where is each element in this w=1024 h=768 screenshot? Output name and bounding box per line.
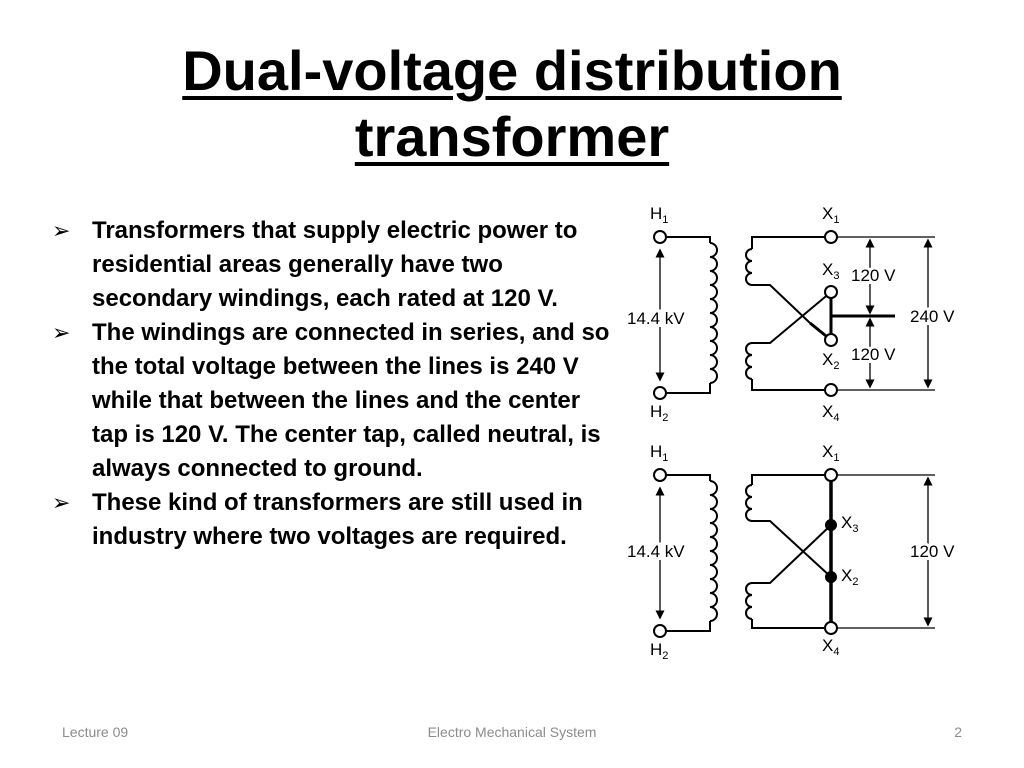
terminal-x1: [824, 230, 838, 244]
bullet-item: ➢ Transformers that supply electric powe…: [52, 214, 612, 316]
upper-voltage-label: 120 V: [851, 266, 896, 285]
secondary-winding-lower: [745, 524, 832, 629]
label-x4: X4: [822, 636, 839, 658]
primary-winding: [667, 236, 718, 394]
series-connection-diagram: [653, 230, 935, 400]
slide-title: Dual-voltage distribution transformer: [0, 38, 1024, 170]
terminal-x3: [824, 285, 838, 299]
total-voltage-label: 120 V: [910, 542, 955, 561]
bullet-item: ➢ The windings are connected in series, …: [52, 316, 612, 486]
terminal-h1: [653, 468, 667, 482]
primary-voltage-label: 14.4 kV: [627, 542, 685, 561]
footer-page-number: 2: [954, 724, 962, 740]
terminal-h2: [653, 386, 667, 400]
label-h2: H2: [650, 640, 668, 662]
footer-course-title: Electro Mechanical System: [427, 724, 597, 740]
title-line-1: Dual-voltage distribution: [182, 39, 842, 102]
primary-voltage-label: 14.4 kV: [627, 309, 685, 328]
arrow-bullet-icon: ➢: [52, 218, 71, 243]
label-h1: H1: [650, 442, 668, 464]
terminal-h1: [653, 230, 667, 244]
terminal-x4: [824, 621, 838, 635]
bottom-diagram-labels: H1 H2 X1 X3 X2 X4 14.4 kV 120 V: [624, 442, 958, 662]
terminal-x2: [825, 571, 837, 583]
parallel-connection-diagram: [653, 468, 935, 638]
transformer-diagram: H1 H2 X1 X3 X2 X4 14.4 kV 120 V 120 V 24…: [624, 204, 958, 662]
title-line-2: transformer: [354, 105, 670, 168]
bullet-item: ➢ These kind of transformers are still u…: [52, 486, 612, 554]
bullet-text: Transformers that supply electric power …: [92, 217, 578, 312]
label-x3: X3: [841, 513, 858, 535]
terminal-x1: [824, 468, 838, 482]
top-diagram-labels: H1 H2 X1 X3 X2 X4 14.4 kV 120 V 120 V 24…: [624, 204, 958, 424]
label-x4: X4: [822, 402, 839, 424]
secondary-winding-upper: [745, 474, 832, 578]
bullet-text: These kind of transformers are still use…: [92, 489, 583, 550]
label-h2: H2: [650, 402, 668, 424]
label-x2: X2: [841, 566, 858, 588]
footer-lecture: Lecture 09: [62, 724, 129, 740]
lower-voltage-label: 120 V: [851, 345, 896, 364]
terminal-x2: [824, 333, 838, 347]
label-x1: X1: [822, 204, 839, 226]
label-h1: H1: [650, 204, 668, 226]
measurement-lines: [837, 474, 935, 629]
bullet-text: The windings are connected in series, an…: [92, 319, 610, 482]
primary-winding: [667, 474, 718, 632]
arrow-bullet-icon: ➢: [52, 320, 71, 345]
terminal-h2: [653, 624, 667, 638]
bullet-list: ➢ Transformers that supply electric powe…: [52, 214, 612, 554]
arrow-bullet-icon: ➢: [52, 490, 71, 515]
label-x3: X3: [822, 260, 839, 282]
secondary-winding-lower: [745, 291, 832, 391]
terminal-x3: [825, 519, 837, 531]
label-x2: X2: [822, 350, 839, 372]
total-voltage-label: 240 V: [910, 307, 955, 326]
label-x1: X1: [822, 442, 839, 464]
measurement-lines: [837, 236, 935, 391]
terminal-x4: [824, 383, 838, 397]
secondary-winding-upper: [745, 236, 824, 324]
